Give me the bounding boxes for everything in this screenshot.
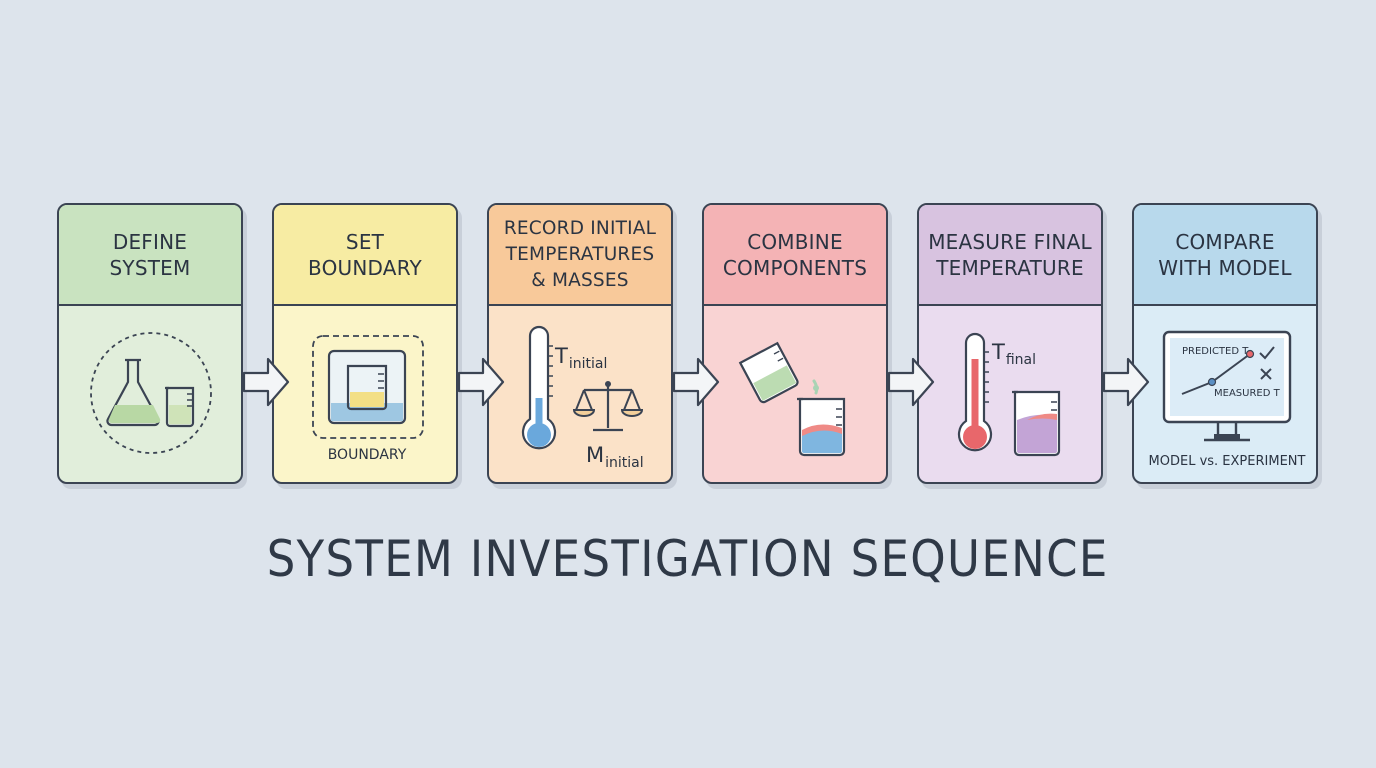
step-illustration: PREDICTED T MEASURED T MODEL vs. EXPERIM… [1134,306,1316,482]
step-title-line: MEASURE FINAL [928,229,1092,254]
step-title: SET BOUNDARY [274,205,456,306]
step-title: DEFINE SYSTEM [59,205,241,306]
comparison-caption: MODEL vs. EXPERIMENT [1148,454,1306,469]
arrow-icon [457,357,505,407]
predicted-label: PREDICTED T [1182,346,1249,357]
step-illustration [704,306,886,482]
process-flow: DEFINE SYSTEM SET BOUNDARY [57,203,1318,484]
boundary-label: BOUNDARY [327,447,407,463]
temperature-subscript: final [1005,352,1036,368]
cross-icon [1260,368,1272,380]
step-title-line: WITH MODEL [1158,255,1292,280]
final-temperature-symbol: Tfinal [992,340,1036,368]
comparison-illustration [1162,330,1292,442]
step-title: COMPARE WITH MODEL [1134,205,1316,306]
beaker-icon [346,364,388,411]
pouring-beaker-icon [738,341,799,404]
temperature-symbol: T [992,340,1005,364]
balance-scale-icon [572,381,644,432]
arrow-icon [242,357,290,407]
step-illustration: BOUNDARY [274,306,456,482]
step-illustration: Tfinal [919,306,1101,482]
step-combine-components: COMBINE COMPONENTS [702,203,888,484]
beaker-icon [165,386,195,428]
step-measure-final: MEASURE FINAL TEMPERATURE [917,203,1103,484]
mass-subscript: initial [605,455,644,471]
checkmark-icon [1259,346,1275,360]
step-title-line: COMBINE [747,229,843,254]
step-title-line: TEMPERATURE [936,255,1084,280]
monitor-icon [1162,330,1292,442]
step-title-line: SET [345,229,385,254]
measured-label: MEASURED T [1214,388,1280,399]
step-title-line: & MASSES [531,269,629,291]
step-illustration: Tinitial Minitial [489,306,671,482]
step-title-line: SYSTEM [109,255,191,280]
initial-mass-symbol: Minitial [586,443,644,471]
arrow-icon [672,357,720,407]
step-set-boundary: SET BOUNDARY BOUNDARY [272,203,458,484]
mass-symbol: M [586,443,605,467]
thermometer-icon [521,325,557,450]
step-title: COMBINE COMPONENTS [704,205,886,306]
temperature-symbol: T [555,344,568,368]
thermometer-icon [957,332,993,452]
step-title-line: RECORD INITIAL [503,217,657,239]
step-define-system: DEFINE SYSTEM [57,203,243,484]
step-title-line: BOUNDARY [308,255,422,280]
step-title: MEASURE FINAL TEMPERATURE [919,205,1101,306]
boundary-illustration [312,335,424,439]
diagram-title: SYSTEM INVESTIGATION SEQUENCE [0,530,1376,588]
beaker-icon [1012,390,1061,457]
final-measurement-illustration [957,332,1061,457]
beaker-icon [797,397,846,457]
step-title-line: DEFINE [112,229,188,254]
arrow-icon [1102,357,1150,407]
step-record-initial: RECORD INITIAL TEMPERATURES & MASSES [487,203,673,484]
step-title-line: TEMPERATURES [505,243,655,265]
temperature-subscript: initial [568,356,608,372]
initial-measurements-illustration [521,325,644,450]
step-title: RECORD INITIAL TEMPERATURES & MASSES [489,205,671,306]
step-title-line: COMPONENTS [722,255,868,280]
initial-temperature-symbol: Tinitial [555,344,607,372]
combine-illustration [738,341,846,457]
flask-icon [106,358,161,427]
step-title-line: COMPARE [1175,229,1275,254]
arrow-icon [887,357,935,407]
step-illustration [59,306,241,482]
system-boundary-illustration [90,332,212,454]
diagram-title-text: SYSTEM INVESTIGATION SEQUENCE [267,530,1109,588]
step-compare-model: COMPARE WITH MODEL PREDICTED T MEASURED … [1132,203,1318,484]
